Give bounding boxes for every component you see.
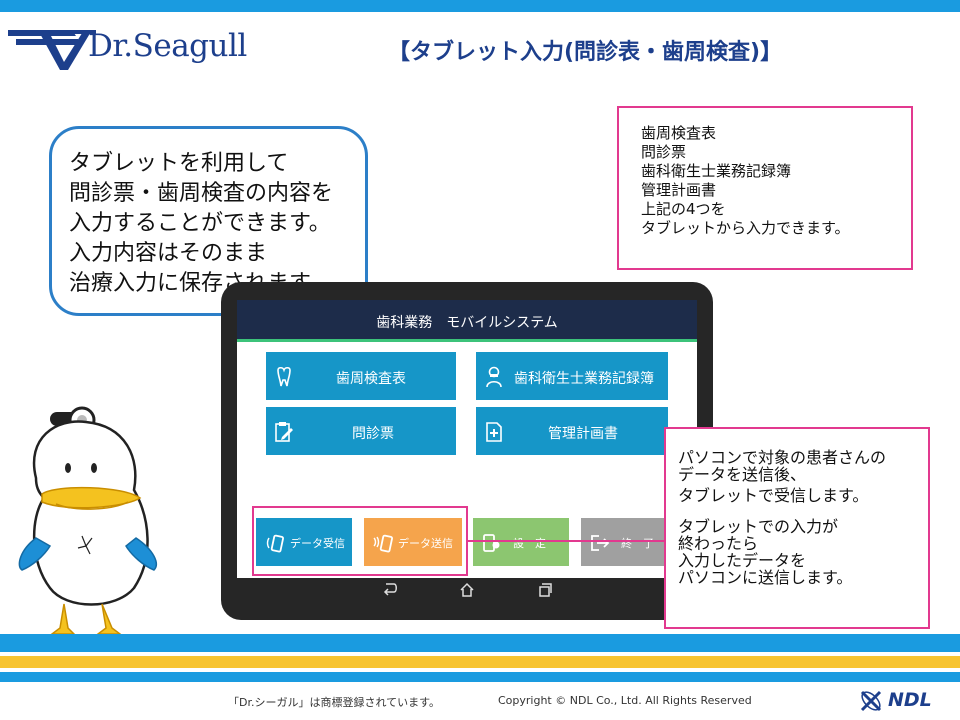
button-label: 設 定 — [513, 537, 546, 550]
tile-label: 管理計画書 — [548, 426, 618, 442]
footer-stripe-blue-2 — [0, 672, 960, 682]
hygienist-icon — [486, 366, 502, 388]
callout-line: パソコンで対象の患者さんの — [678, 448, 887, 467]
copyright-notice: Copyright © NDL Co., Ltd. All Rights Res… — [498, 694, 752, 707]
document-plus-icon — [486, 422, 502, 442]
callout-line: 入力したデータを — [678, 551, 807, 570]
bubble-line: タブレットを利用して — [69, 151, 289, 176]
info-line: 上記の4つを — [641, 200, 726, 218]
button-label: データ送信 — [398, 537, 453, 550]
button-label: 終 了 — [621, 537, 654, 550]
bubble-line: 問診票・歯周検査の内容を — [69, 181, 334, 206]
info-line: 管理計画書 — [641, 181, 717, 199]
tile-questionnaire[interactable]: 問診票 — [266, 407, 456, 455]
slide-title: 【タブレット入力(問診表・歯周検査)】 — [388, 40, 783, 65]
info-line: タブレットから入力できます。 — [641, 219, 850, 237]
callout-box: パソコンで対象の患者さんの データを送信後、 タブレットで受信します。 タブレッ… — [664, 427, 930, 629]
info-line: 問診票 — [641, 143, 687, 161]
data-send-button[interactable]: データ送信 — [364, 518, 462, 566]
button-label: データ受信 — [290, 537, 345, 550]
callout-line: タブレットでの入力が — [678, 517, 839, 536]
info-line: 歯科衛生士業務記録簿 — [641, 162, 792, 180]
settings-tablet-icon — [483, 534, 500, 552]
footer-stripe-yellow — [0, 656, 960, 668]
tile-management-plan[interactable]: 管理計画書 — [476, 407, 668, 455]
logo-text: Dr.Seagull — [88, 28, 247, 64]
callout-line: タブレットで受信します。 — [678, 486, 869, 505]
ndl-logo-text: NDL — [888, 689, 932, 711]
tile-periodontal-exam[interactable]: 歯周検査表 — [266, 352, 456, 400]
info-line: 歯周検査表 — [641, 124, 717, 142]
trademark-notice: 「Dr.シーガル」は商標登録されています。 — [228, 696, 441, 709]
tile-hygienist-record[interactable]: 歯科衛生士業務記録簿 — [476, 352, 668, 400]
ndl-logo-mark — [860, 690, 882, 712]
top-accent-bar — [0, 0, 960, 12]
data-receive-button[interactable]: データ受信 — [256, 518, 352, 566]
tooth-icon — [277, 366, 291, 387]
tile-label: 歯科衛生士業務記録簿 — [514, 371, 654, 387]
connector-line — [468, 540, 664, 542]
dr-seagull-logo — [8, 30, 96, 70]
tablet-screen: 歯科業務 モバイルシステム 歯周検査表 歯科衛生士業務記録簿 問診票 管理計画書 — [237, 300, 697, 578]
seagull-mascot — [18, 406, 157, 635]
home-icon[interactable] — [457, 582, 477, 598]
tile-label: 問診票 — [352, 426, 394, 442]
back-icon[interactable] — [380, 582, 400, 598]
callout-spacer — [678, 504, 928, 518]
footer-stripe-blue — [0, 634, 960, 652]
callout-line: データを送信後、 — [678, 465, 807, 484]
clipboard-edit-icon — [275, 422, 293, 442]
forms-info-box: 歯周検査表 問診票 歯科衛生士業務記録簿 管理計画書 上記の4つを タブレットか… — [617, 106, 913, 270]
settings-button[interactable]: 設 定 — [473, 518, 569, 566]
app-title: 歯科業務 モバイルシステム — [376, 315, 558, 331]
recents-icon[interactable] — [534, 582, 554, 598]
callout-line: パソコンに送信します。 — [678, 568, 853, 587]
tile-label: 歯周検査表 — [336, 371, 406, 387]
bubble-line: 入力内容はそのまま — [69, 241, 268, 266]
bubble-line: 入力することができます。 — [69, 211, 331, 236]
exit-icon — [591, 535, 610, 551]
phone-receive-icon — [266, 534, 284, 553]
app-bar: 歯科業務 モバイルシステム — [237, 300, 697, 342]
phone-send-icon — [373, 534, 393, 553]
highlight-rectangle — [252, 506, 468, 576]
callout-line: 終わったら — [678, 534, 759, 553]
